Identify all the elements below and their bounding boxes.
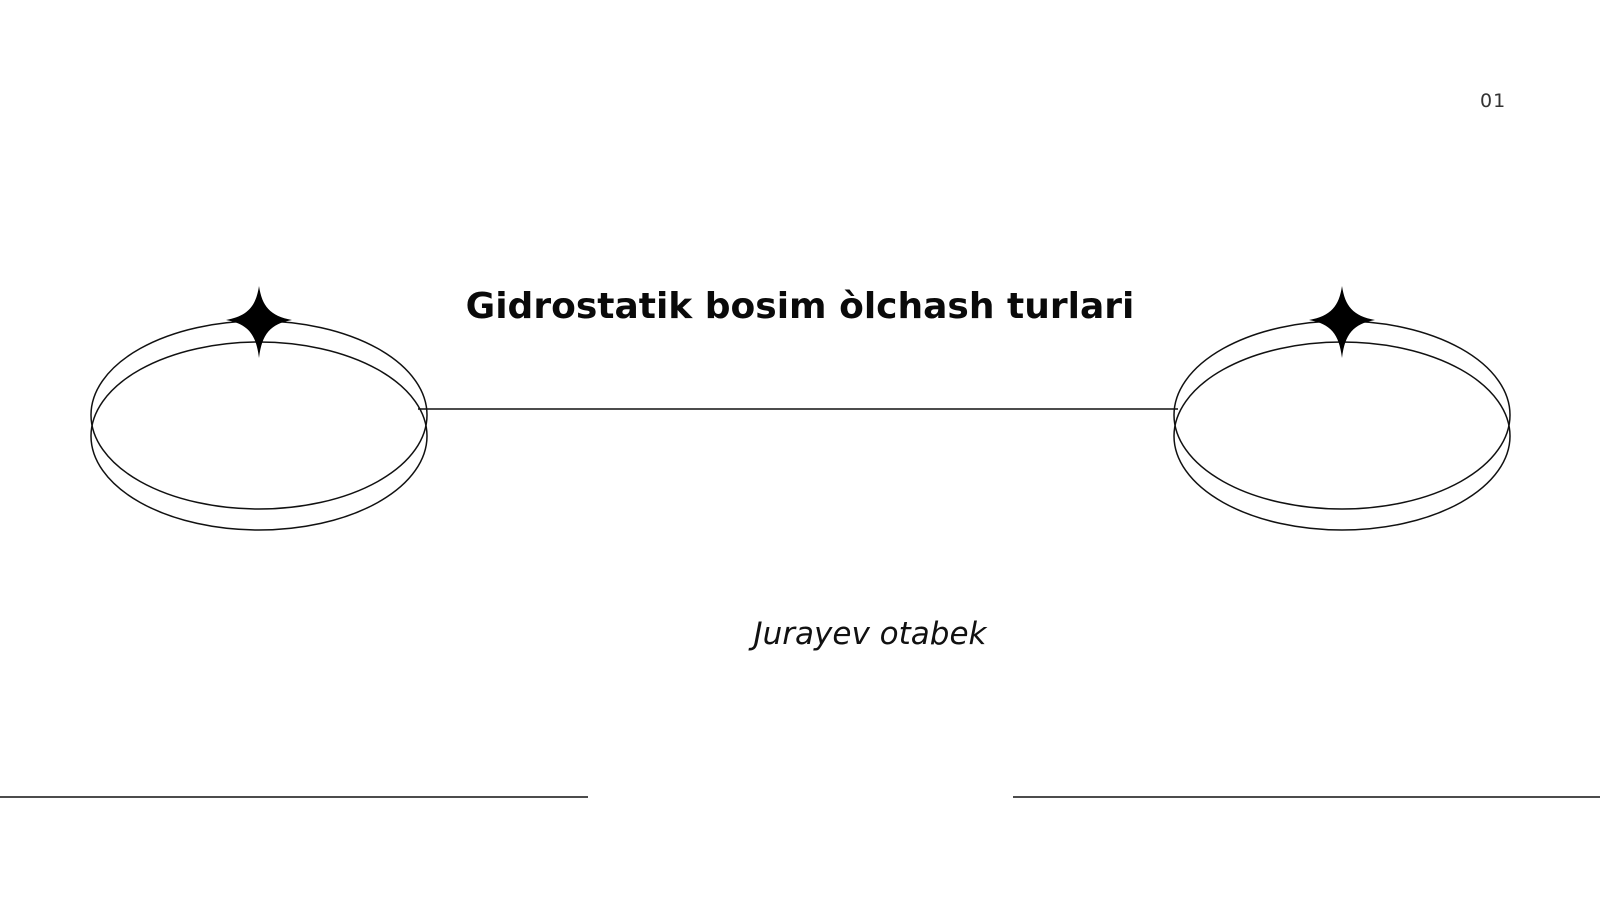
sparkle-star-icon <box>1309 286 1375 358</box>
slide-title: Gidrostatik bosim òlchash turlari <box>465 286 1135 327</box>
page-number: 01 <box>1480 90 1507 112</box>
author-name: Jurayev otabek <box>753 616 987 652</box>
sparkle-star-icon <box>226 286 292 358</box>
orbit-ring-right-icon <box>1173 286 1511 531</box>
orbit-ring-left-icon <box>90 286 428 531</box>
